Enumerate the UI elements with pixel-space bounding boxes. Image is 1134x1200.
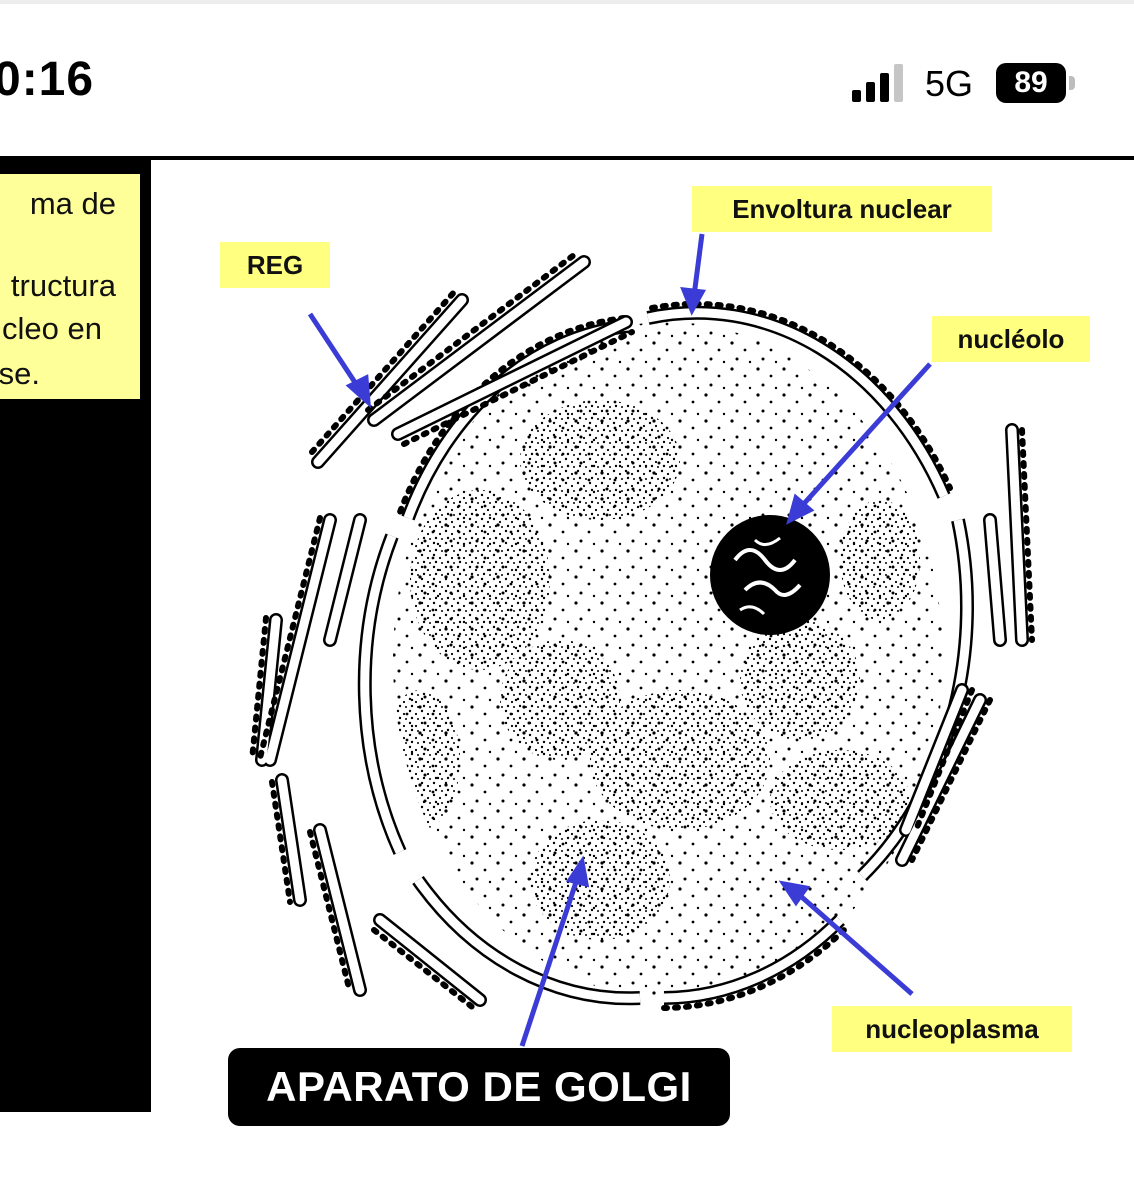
cellular-signal-icon — [852, 64, 903, 102]
rough-er — [249, 249, 1035, 1013]
top-edge — [0, 0, 1134, 4]
label-envoltura-nuclear: Envoltura nuclear — [692, 186, 992, 232]
info-line-3: tructura — [10, 268, 116, 303]
info-line-4: cleo en — [2, 311, 102, 346]
nucleolus — [710, 515, 830, 635]
nucleus-diagram — [151, 160, 1134, 1116]
label-nucleolo: nucléolo — [932, 316, 1090, 362]
status-time: 0:16 — [0, 53, 95, 106]
info-line-1: ma de — [29, 186, 116, 221]
nucleoplasm — [393, 322, 943, 998]
left-panel: ma de tructura cleo en se. — [0, 160, 151, 1112]
label-reg: REG — [220, 242, 330, 288]
battery-tip — [1069, 76, 1075, 90]
slide-image: ma de tructura cleo en se. — [0, 156, 1134, 1116]
slide-top-border — [0, 156, 1134, 160]
network-type: 5G — [925, 63, 974, 104]
envelope-ribosomes — [397, 301, 953, 1011]
battery-level: 89 — [996, 63, 1066, 103]
golgi-caption: APARATO DE GOLGI — [228, 1048, 730, 1126]
label-nucleoplasma: nucleoplasma — [832, 1006, 1072, 1052]
pointer-arrows — [307, 233, 932, 1047]
battery-icon: 89 — [996, 63, 1080, 103]
info-line-5: se. — [0, 356, 40, 391]
nucleus-illustration — [249, 233, 1035, 1047]
status-bar: 0:16 5G 89 — [0, 0, 1134, 150]
info-box: ma de tructura cleo en se. — [0, 174, 140, 399]
